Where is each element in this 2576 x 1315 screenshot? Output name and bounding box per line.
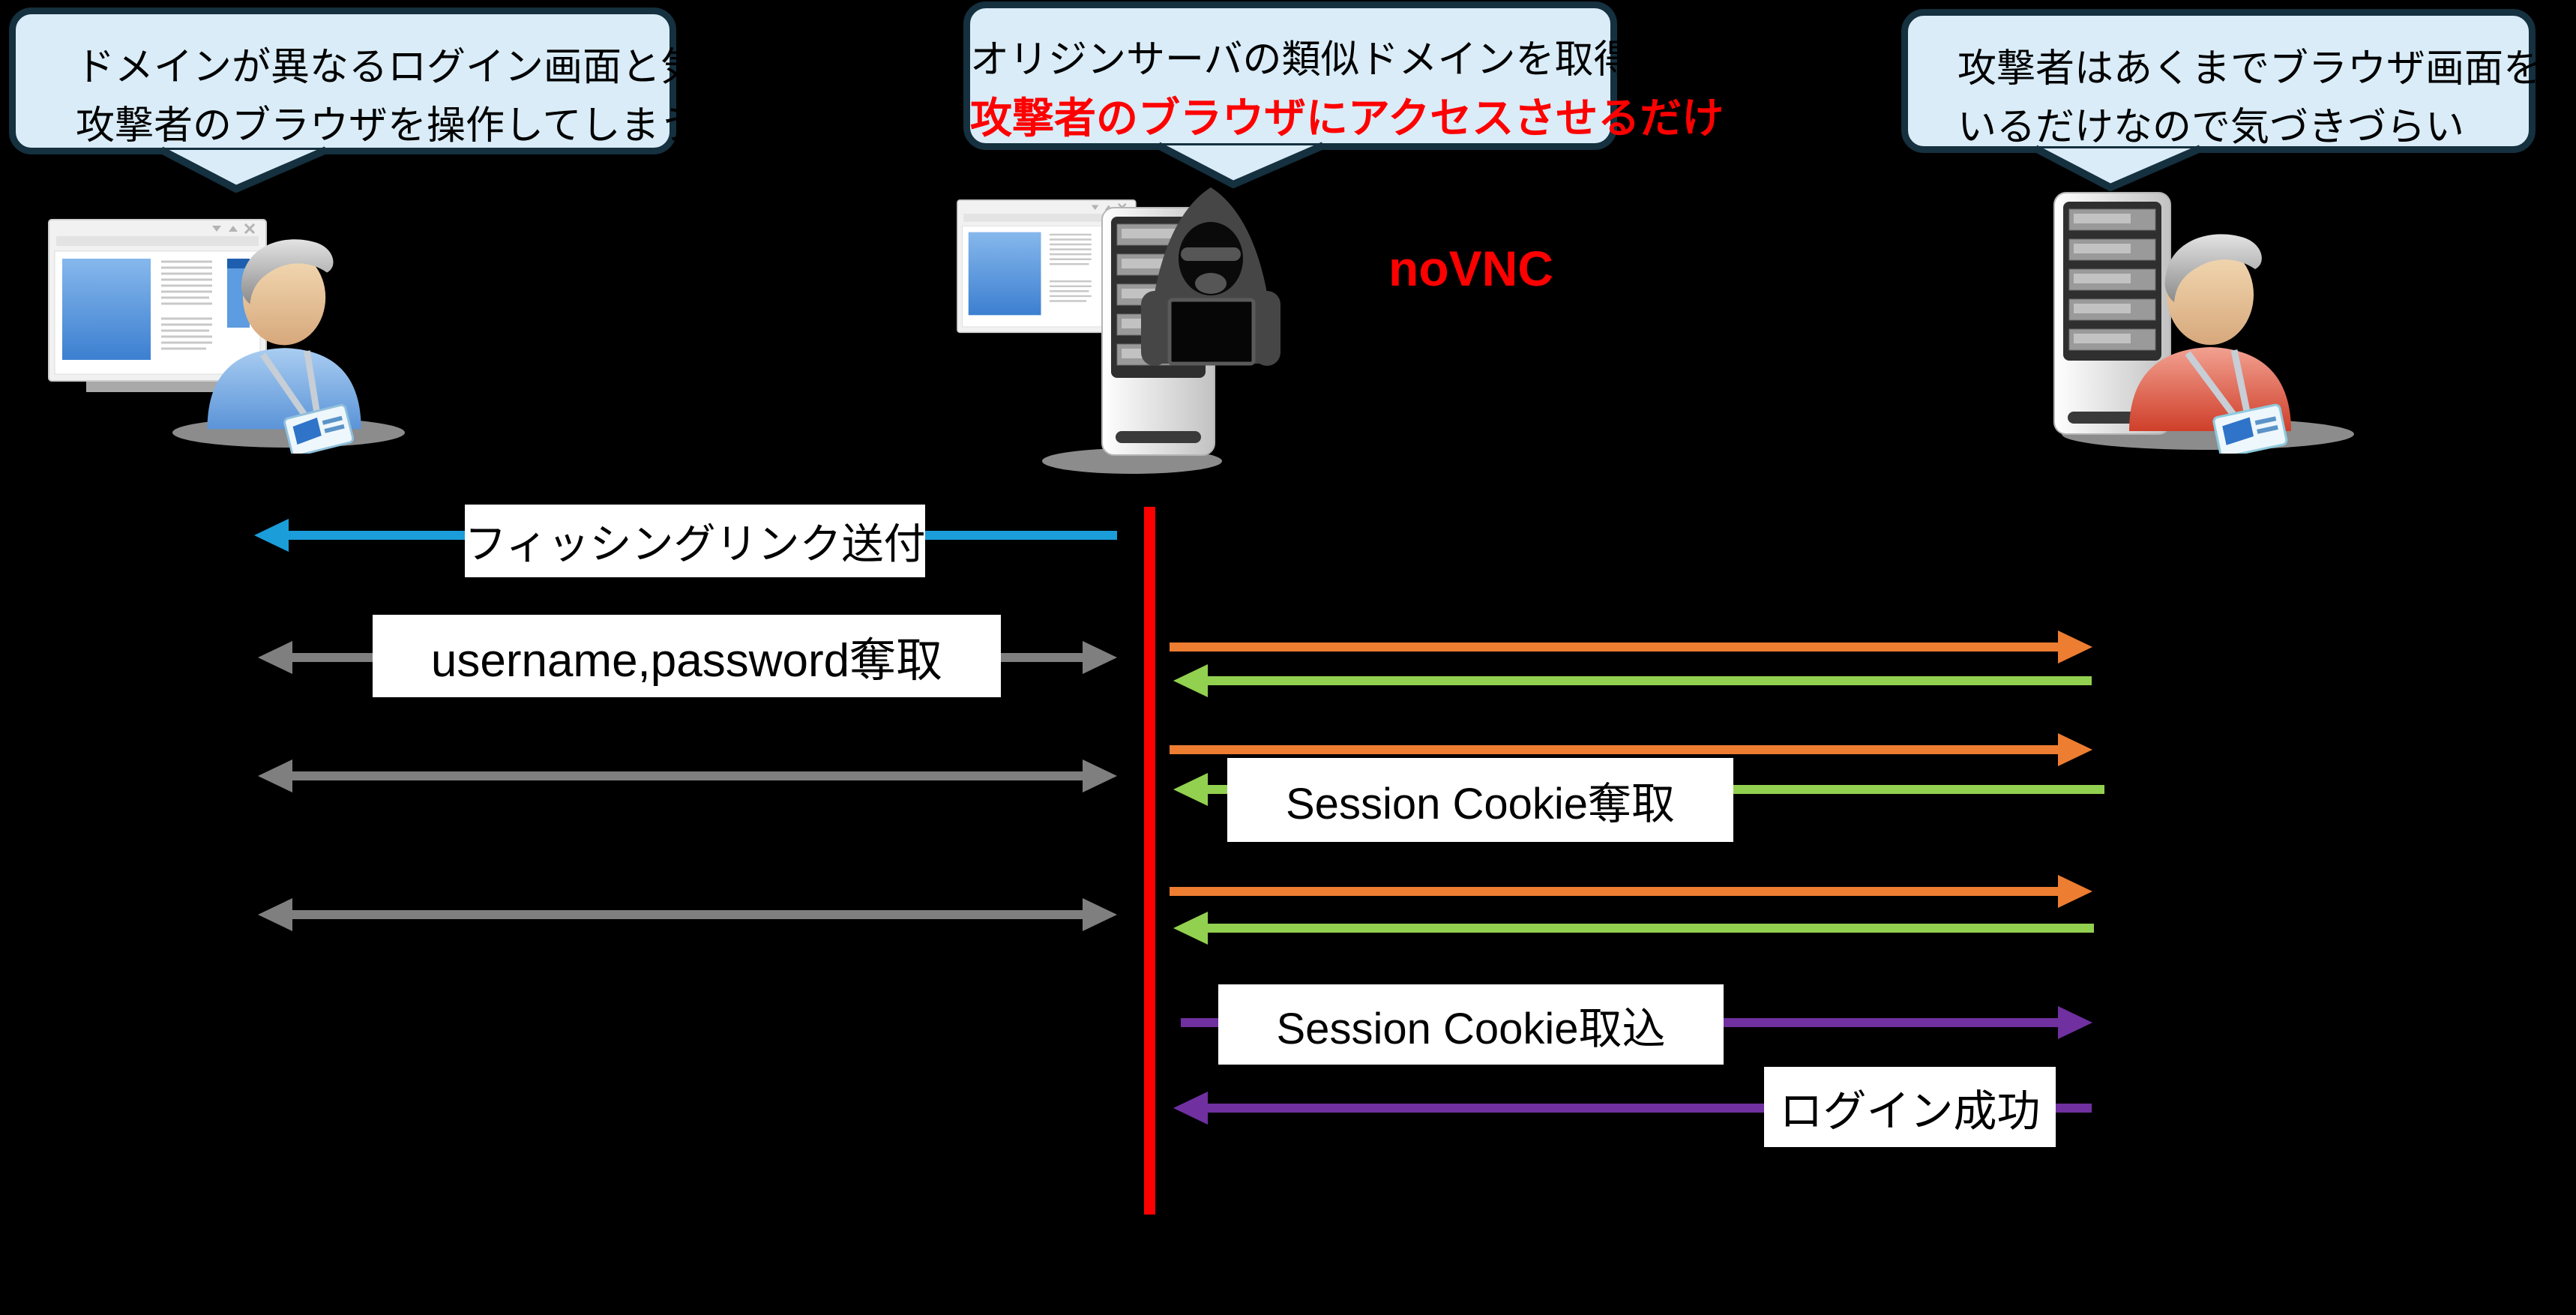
label-login-success: ログイン成功 bbox=[1764, 1067, 2056, 1147]
label-credential-theft: username,password奪取 bbox=[373, 615, 1001, 697]
novnc-label: noVNC bbox=[1388, 241, 1553, 296]
arrowhead-credential-theft-right bbox=[1083, 641, 1117, 674]
arrowhead-phishing-link-left bbox=[254, 519, 289, 552]
attacker-lifeline-divider bbox=[1144, 507, 1155, 1215]
arrowhead-relay-3-right bbox=[1083, 898, 1117, 931]
arrowhead-cookie-steal bbox=[1173, 773, 1208, 806]
hacker-server-browser-icon bbox=[957, 187, 1281, 474]
bubble-origin-line2: いるだけなので気づきづらい bbox=[1957, 106, 2465, 149]
arrowhead-relay-2-left bbox=[258, 759, 292, 792]
arrow-relay-3-request bbox=[1170, 887, 2058, 896]
arrow-relay-3-response bbox=[1208, 924, 2094, 933]
label-phishing-link: フィッシングリンク送付 bbox=[465, 505, 925, 577]
bubble-attacker-line2: 攻撃者のブラウザにアクセスさせるだけ bbox=[970, 94, 1724, 142]
label-cookie-steal: Session Cookie奪取 bbox=[1227, 758, 1733, 842]
user-browser-icon bbox=[48, 219, 405, 454]
bubble-victim-line2: 攻撃者のブラウザを操作してしまう bbox=[76, 104, 699, 148]
speech-bubble-origin-tail bbox=[2033, 145, 2202, 191]
arrowhead-relay-3-left bbox=[258, 898, 292, 931]
arrow-relay-1-request bbox=[1170, 643, 2058, 652]
server-admin-icon bbox=[2053, 192, 2354, 454]
arrowhead-relay-1-response bbox=[1173, 664, 1208, 697]
arrow-relay-1-response bbox=[1208, 676, 2092, 685]
arrowhead-login-success bbox=[1173, 1092, 1208, 1125]
arrowhead-relay-1-request bbox=[2058, 631, 2092, 663]
speech-bubble-origin: 攻撃者はあくまでブラウザ画面をの取って いるだけなので気づきづらい bbox=[1901, 9, 2576, 153]
arrowhead-relay-3-request bbox=[2058, 875, 2092, 908]
arrowhead-relay-2-request bbox=[2058, 733, 2092, 766]
arrowhead-relay-3-response bbox=[1173, 912, 1208, 945]
speech-bubble-victim-tail bbox=[159, 146, 328, 193]
speech-bubble-attacker: オリジンサーバの類似ドメインを取得 攻撃者のブラウザにアクセスさせるだけ bbox=[963, 1, 1724, 150]
label-cookie-import: Session Cookie取込 bbox=[1218, 984, 1724, 1065]
arrow-relay-2 bbox=[292, 771, 1083, 780]
bubble-origin-line1: 攻撃者はあくまでブラウザ画面をの取って bbox=[1957, 47, 2576, 91]
speech-bubble-victim: ドメインが異なるログイン画面と気づかず 攻撃者のブラウザを操作してしまう bbox=[9, 7, 817, 154]
bubble-victim-line1: ドメインが異なるログイン画面と気づかず bbox=[76, 46, 817, 89]
speech-bubble-attacker-tail bbox=[1156, 142, 1325, 188]
arrow-relay-3 bbox=[292, 910, 1083, 919]
bubble-attacker-line1: オリジンサーバの類似ドメインを取得 bbox=[970, 38, 1633, 82]
arrowhead-cookie-import bbox=[2058, 1006, 2092, 1039]
hacker-silhouette bbox=[1141, 187, 1281, 366]
arrowhead-relay-2-right bbox=[1083, 759, 1117, 792]
arrowhead-credential-theft-left bbox=[258, 641, 292, 674]
arrow-relay-2-request bbox=[1170, 745, 2058, 754]
